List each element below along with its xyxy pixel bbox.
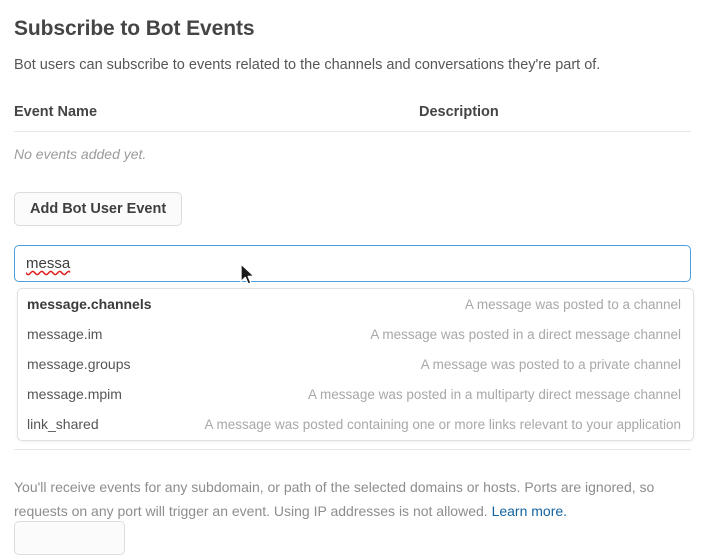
page-subtitle: Bot users can subscribe to events relate… — [14, 57, 601, 73]
event-option-name: message.im — [27, 325, 103, 342]
event-option-name: message.channels — [27, 295, 152, 312]
event-option[interactable]: message.mpim A message was posted in a m… — [18, 379, 693, 409]
event-option[interactable]: message.groups A message was posted to a… — [18, 349, 693, 379]
event-option-description: A message was posted in a direct message… — [370, 326, 681, 342]
add-bot-user-event-button[interactable]: Add Bot User Event — [14, 192, 183, 226]
event-option[interactable]: link_shared A message was posted contain… — [18, 409, 693, 439]
event-suggestions-dropdown[interactable]: message.channels A message was posted to… — [17, 288, 694, 441]
domains-help-text: You'll receive events for any subdomain,… — [14, 475, 686, 523]
event-option-name: link_shared — [27, 415, 99, 432]
events-table: Event Name Description No events added y… — [14, 103, 691, 162]
table-header-row: Event Name Description — [14, 103, 691, 132]
learn-more-link[interactable]: Learn more. — [491, 503, 568, 519]
event-option-description: A message was posted containing one or m… — [204, 416, 681, 432]
page-title: Subscribe to Bot Events — [14, 17, 255, 40]
bot-events-page: Subscribe to Bot Events Bot users can su… — [14, 17, 694, 555]
event-option-description: A message was posted to a channel — [464, 296, 681, 312]
event-option-name: message.mpim — [27, 385, 122, 402]
event-option-description: A message was posted to a private channe… — [420, 356, 681, 372]
column-header-description: Description — [419, 104, 499, 120]
column-header-event-name: Event Name — [14, 104, 98, 120]
event-search-input[interactable] — [14, 245, 691, 282]
event-option[interactable]: message.channels A message was posted to… — [18, 289, 693, 319]
table-header-divider — [14, 131, 691, 132]
events-empty-state: No events added yet. — [14, 146, 147, 162]
event-option-name: message.groups — [27, 355, 131, 372]
bottom-action-button[interactable] — [14, 521, 125, 555]
domains-help-body: You'll receive events for any subdomain,… — [14, 479, 655, 519]
section-divider — [14, 449, 691, 450]
event-option[interactable]: message.im A message was posted in a dir… — [18, 319, 693, 349]
event-option-description: A message was posted in a multiparty dir… — [308, 386, 681, 402]
